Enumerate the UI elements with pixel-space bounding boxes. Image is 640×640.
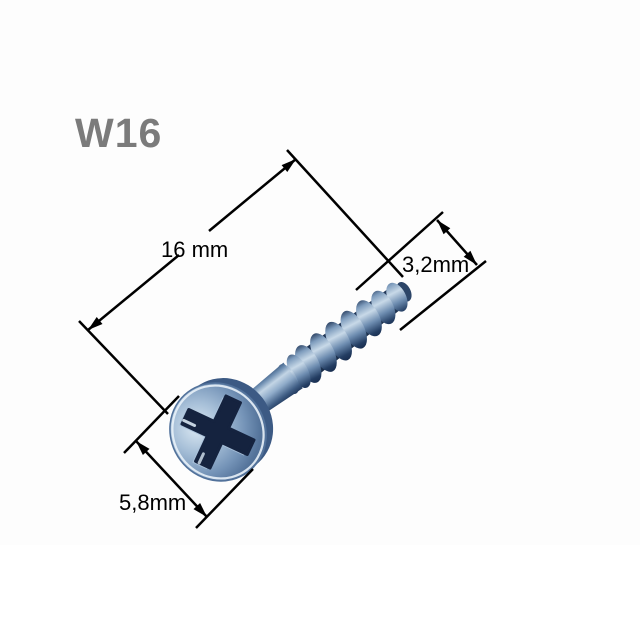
arrowhead: [193, 503, 207, 517]
dimension-label-thread-diameter: 3,2mm: [402, 252, 470, 277]
extension-line: [355, 211, 444, 291]
thread-runout-ring: [286, 354, 311, 388]
screw-head: [169, 382, 267, 482]
arrowhead: [136, 441, 150, 455]
extension-line: [286, 149, 404, 278]
dimension-5-8mm: [123, 395, 254, 529]
dimension-label-head-diameter: 5,8mm: [119, 490, 187, 515]
extension-line: [195, 468, 254, 529]
arrowhead: [437, 220, 451, 235]
dimension-3-2mm: [355, 211, 487, 331]
screw-illustration: [169, 281, 412, 482]
phillips-recess: [178, 394, 256, 470]
extension-line: [78, 320, 169, 415]
dimension-line: [87, 254, 180, 331]
product-code-label: W16: [75, 110, 163, 156]
dimension-line: [208, 158, 297, 232]
dimension-line: [135, 440, 208, 518]
arrowhead: [281, 159, 296, 172]
arrowhead: [463, 250, 477, 265]
dimension-label-length: 16 mm: [161, 237, 229, 262]
photo-background: [0, 0, 640, 545]
extension-line: [399, 260, 487, 331]
arrowhead: [88, 317, 103, 330]
screw-thread-crests: [295, 282, 408, 383]
dimension-16mm: [78, 149, 404, 415]
extension-line: [123, 395, 180, 454]
